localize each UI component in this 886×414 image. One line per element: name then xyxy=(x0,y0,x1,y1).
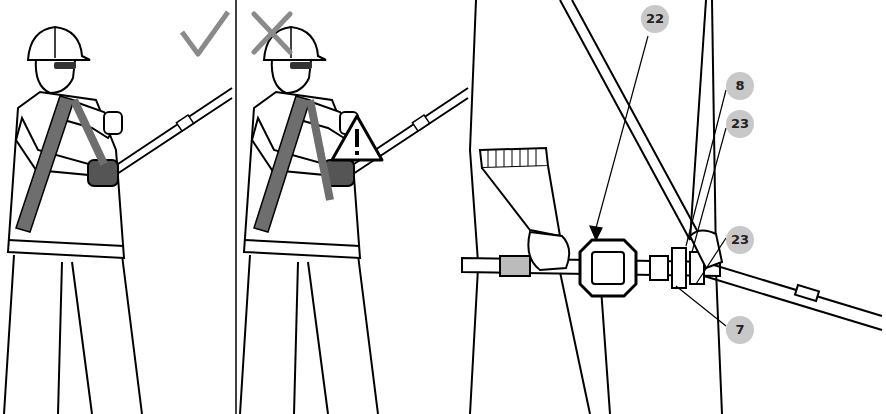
check-mark xyxy=(182,12,228,54)
detail-figure xyxy=(482,166,560,236)
warning-symbol xyxy=(332,116,382,160)
wrong-figure xyxy=(240,27,468,414)
leader-lines xyxy=(696,238,726,284)
detail-figure xyxy=(528,232,569,270)
detail-figure xyxy=(592,252,624,284)
detail-figure xyxy=(690,230,722,268)
correct-figure xyxy=(16,96,74,232)
cross-mark xyxy=(254,14,290,52)
leader-lines xyxy=(590,226,602,240)
cross-mark xyxy=(254,14,290,52)
warning-symbol xyxy=(355,151,359,155)
leader-lines xyxy=(686,90,726,246)
warning-symbol xyxy=(355,129,359,147)
callout-number: 22 xyxy=(642,6,668,32)
callout-number: 8 xyxy=(727,73,753,99)
correct-figure xyxy=(4,27,232,414)
callout-number: 23 xyxy=(727,111,753,137)
callout-discs xyxy=(726,110,754,138)
detail-figure xyxy=(470,0,716,262)
detail-figure xyxy=(500,256,530,276)
callout-number: 23 xyxy=(727,227,753,253)
leader-lines xyxy=(692,128,726,252)
detail-figure xyxy=(690,0,706,240)
detail-figure xyxy=(462,0,882,414)
correct-figure xyxy=(4,27,232,414)
detail-figure xyxy=(560,0,700,240)
callout-discs xyxy=(641,5,669,33)
detail-figure xyxy=(580,240,636,296)
wrong-figure xyxy=(240,27,468,414)
callout-discs xyxy=(726,316,754,344)
detail-figure xyxy=(480,148,548,168)
correct-figure xyxy=(74,100,104,164)
detail-figure xyxy=(488,149,536,168)
divider xyxy=(235,0,237,414)
wrong-figure xyxy=(254,96,310,232)
leader-lines xyxy=(596,36,648,228)
detail-figure xyxy=(795,285,819,301)
warning-symbol xyxy=(332,116,382,160)
callout-discs xyxy=(726,226,754,254)
callout-number: 7 xyxy=(727,317,753,343)
wrong-figure xyxy=(310,100,330,200)
detail-figure xyxy=(650,256,668,280)
callout-discs xyxy=(726,72,754,100)
callout-discs xyxy=(641,5,754,344)
detail-figure xyxy=(672,248,686,288)
leader-lines xyxy=(676,286,726,326)
cross-mark xyxy=(254,14,290,52)
leader-lines xyxy=(590,36,726,326)
